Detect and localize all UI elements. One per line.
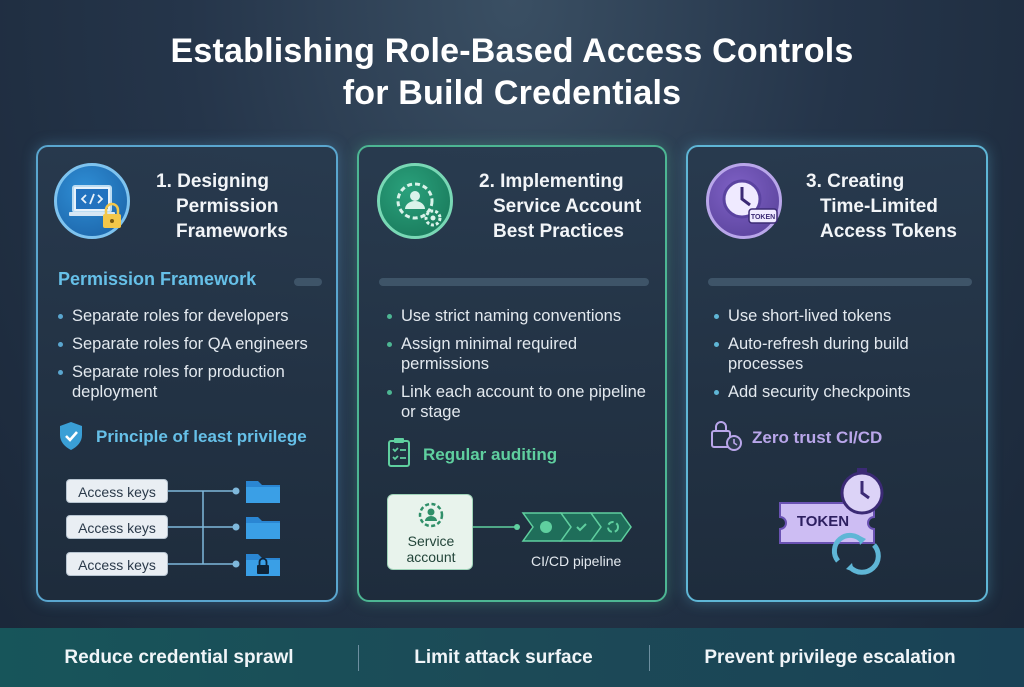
card-title-line: Service Account xyxy=(493,196,642,217)
card-title: 2. Implementing Service Account Best Pra… xyxy=(479,169,641,244)
divider-bar xyxy=(294,278,322,286)
service-account-label: Service account xyxy=(406,533,456,565)
card-title: 1. Designing Permission Frameworks xyxy=(156,169,288,244)
clock-token-icon: TOKEN xyxy=(706,163,782,239)
user-gear-icon xyxy=(377,163,453,239)
bullet-list: Use strict naming conventions Assign min… xyxy=(387,306,657,430)
callout-regular-auditing: Regular auditing xyxy=(423,445,558,464)
list-item: Separate roles for QA engineers xyxy=(58,334,333,354)
service-account-box: Service account xyxy=(387,494,473,570)
cicd-pipeline-label: CI/CD pipeline xyxy=(531,553,622,569)
card-title-line: Frameworks xyxy=(176,221,288,242)
card-permission-frameworks: 1. Designing Permission Frameworks Permi… xyxy=(36,145,338,602)
card-title-line: 2. Implementing xyxy=(479,171,624,192)
token-refresh-diagram xyxy=(779,468,884,575)
card-title-line: Permission xyxy=(176,196,279,217)
list-item: Add security checkpoints xyxy=(714,382,976,402)
shield-check-icon xyxy=(60,422,82,450)
bullet-list: Use short-lived tokens Auto-refresh duri… xyxy=(714,306,976,410)
laptop-code-lock-icon xyxy=(54,163,130,239)
folder-icon xyxy=(246,517,280,539)
clipboard-check-icon xyxy=(388,438,410,467)
token-label: TOKEN xyxy=(796,513,850,530)
access-key-chip: Access keys xyxy=(66,552,168,576)
token-badge-text: TOKEN xyxy=(751,214,775,221)
bullet-list: Separate roles for developers Separate r… xyxy=(58,306,333,410)
page-title: Establishing Role-Based Access Controls … xyxy=(0,30,1024,114)
list-item: Use strict naming conventions xyxy=(387,306,657,326)
callout-zero-trust: Zero trust CI/CD xyxy=(752,428,883,447)
card-service-account: 2. Implementing Service Account Best Pra… xyxy=(357,145,667,602)
list-item: Use short-lived tokens xyxy=(714,306,976,326)
callout-least-privilege: Principle of least privilege xyxy=(96,427,307,446)
card-title-line: 1. Designing xyxy=(156,171,269,192)
user-gear-icon xyxy=(418,502,444,528)
card-title-line: Time-Limited xyxy=(820,196,938,217)
cicd-pipeline-diagram xyxy=(473,512,632,542)
access-key-chip: Access keys xyxy=(66,515,168,539)
lock-clock-icon xyxy=(711,421,742,451)
card-title: 3. Creating Time-Limited Access Tokens xyxy=(806,169,957,244)
list-item: Separate roles for developers xyxy=(58,306,333,326)
access-keys-diagram xyxy=(168,487,240,568)
footer-item: Reduce credential sprawl xyxy=(64,647,294,668)
access-key-chip: Access keys xyxy=(66,479,168,503)
footer-divider xyxy=(358,645,359,671)
list-item: Separate roles for production deployment xyxy=(58,362,333,402)
folder-icon xyxy=(246,481,280,503)
subheading: Permission Framework xyxy=(58,269,257,289)
page-title-line1: Establishing Role-Based Access Controls xyxy=(170,32,854,70)
footer-divider xyxy=(649,645,650,671)
list-item: Auto-refresh during build processes xyxy=(714,334,976,374)
divider-bar xyxy=(379,278,649,286)
locked-folder-icon xyxy=(246,554,280,576)
card-title-line: 3. Creating xyxy=(806,171,905,192)
divider-bar xyxy=(708,278,972,286)
page-title-line2: for Build Credentials xyxy=(342,74,682,112)
card-title-line: Best Practices xyxy=(493,221,624,242)
footer-item: Prevent privilege escalation xyxy=(704,647,956,668)
list-item: Assign minimal required permissions xyxy=(387,334,657,374)
footer-banner: Reduce credential sprawl Limit attack su… xyxy=(0,628,1024,687)
list-item: Link each account to one pipeline or sta… xyxy=(387,382,657,422)
card-title-line: Access Tokens xyxy=(820,221,957,242)
footer-item: Limit attack surface xyxy=(414,647,593,668)
card-time-limited-tokens: TOKEN 3. Creating Time-Limited Access To… xyxy=(686,145,988,602)
